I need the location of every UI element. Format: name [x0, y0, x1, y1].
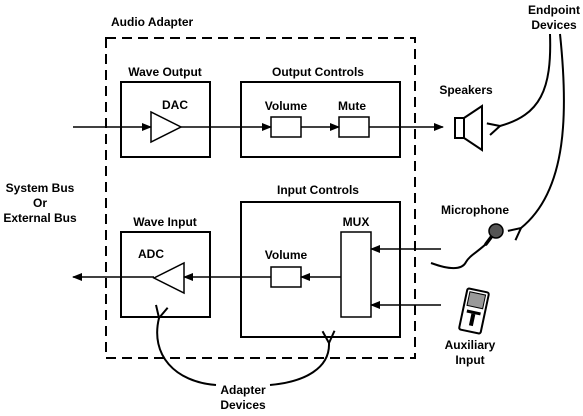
- adc-label: ADC: [138, 247, 164, 261]
- mute-label: Mute: [338, 99, 366, 113]
- mute-block: [338, 116, 370, 138]
- speaker-icon: [454, 104, 483, 152]
- adapter-arrow-wave-input: [157, 318, 217, 386]
- mux-block: [340, 231, 372, 318]
- wave-input-box: [120, 231, 211, 318]
- mux-label: MUX: [343, 215, 370, 229]
- endpoint-devices-label-line2: Devices: [531, 18, 577, 32]
- output-volume-block: [270, 116, 302, 138]
- endpoint-arrow-speakers: [500, 33, 552, 126]
- endpoint-arrow-microphone: [521, 33, 565, 228]
- audio-adapter-boundary: [105, 37, 416, 359]
- speakers-label: Speakers: [439, 83, 493, 97]
- auxiliary-label-line1: Auxiliary: [445, 338, 496, 352]
- auxiliary-label-line2: Input: [455, 353, 484, 367]
- system-bus-label-line1: System Bus: [6, 181, 75, 195]
- microphone-icon: [430, 223, 504, 270]
- dac-amplifier-symbol: [150, 110, 183, 144]
- input-volume-label: Volume: [265, 248, 308, 262]
- input-controls-box: [240, 201, 401, 338]
- microphone-label: Microphone: [441, 203, 509, 217]
- output-controls-label: Output Controls: [272, 65, 364, 79]
- output-controls-box: [240, 81, 401, 158]
- dac-label: DAC: [162, 98, 188, 112]
- wave-output-label: Wave Output: [128, 65, 202, 79]
- auxiliary-input-icon: [458, 287, 490, 335]
- adapter-devices-label-line2: Devices: [220, 398, 266, 412]
- input-controls-label: Input Controls: [277, 183, 359, 197]
- wave-output-box: [120, 81, 211, 158]
- input-volume-block: [270, 266, 302, 288]
- endpoint-devices-label-line1: Endpoint: [528, 3, 580, 17]
- system-bus-label-line3: External Bus: [3, 211, 77, 225]
- adc-amplifier-symbol: [152, 261, 185, 295]
- adapter-arrow-input-controls: [269, 343, 329, 386]
- output-volume-label: Volume: [265, 99, 308, 113]
- adapter-devices-label-line1: Adapter: [220, 383, 266, 397]
- audio-adapter-label: Audio Adapter: [111, 15, 194, 29]
- system-bus-label-line2: Or: [33, 196, 47, 210]
- wave-input-label: Wave Input: [133, 215, 197, 229]
